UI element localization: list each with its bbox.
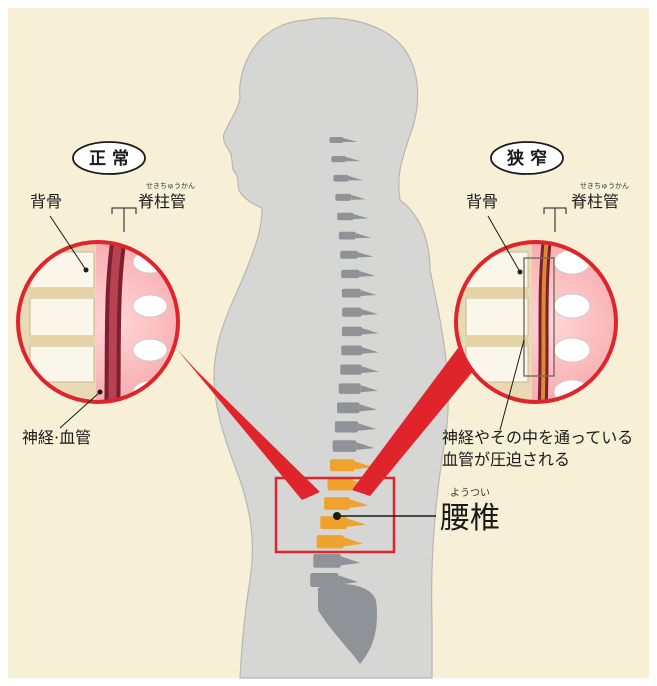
lumbar-label: 腰椎	[440, 501, 500, 536]
lumbar-reading: ようつい	[450, 487, 490, 499]
vertebra	[339, 383, 361, 394]
vertebra	[335, 421, 358, 432]
vertebra	[333, 175, 348, 182]
vertebra	[342, 308, 362, 317]
vertebra	[324, 497, 350, 510]
normal-canal-reading: せきちゅうかん	[146, 182, 195, 190]
vertebra	[337, 402, 360, 413]
stenosis-title: 狭 窄	[506, 148, 547, 169]
vertebra	[337, 213, 353, 220]
vertebra	[340, 365, 361, 375]
normal-nerve-label: 神経·血管	[22, 428, 91, 447]
vertebra	[320, 516, 346, 529]
stenosis-bone-label: 背骨	[466, 192, 498, 211]
vertebra	[317, 535, 344, 548]
vertebra	[330, 459, 354, 471]
vertebra	[331, 156, 346, 162]
normal-title: 正 常	[89, 148, 129, 169]
vertebra	[313, 554, 340, 568]
vertebra	[333, 440, 357, 452]
vertebra	[341, 346, 362, 356]
vertebra	[328, 478, 353, 490]
vertebra	[340, 251, 358, 259]
vertebra	[342, 327, 362, 337]
vertebra	[342, 289, 361, 298]
normal-canal-label: 脊柱管	[138, 192, 186, 211]
stenosis-note-line1: 神経やその中を通っている	[442, 428, 633, 447]
normal-bone-label: 背骨	[30, 192, 62, 211]
vertebra	[335, 194, 351, 201]
stenosis-canal-reading: せきちゅうかん	[580, 182, 629, 190]
stenosis-canal-label: 脊柱管	[571, 192, 619, 211]
vertebra	[330, 137, 344, 143]
vertebra	[341, 270, 359, 278]
vertebra	[339, 232, 356, 240]
stenosis-note-line2: 血管が圧迫される	[442, 450, 570, 469]
